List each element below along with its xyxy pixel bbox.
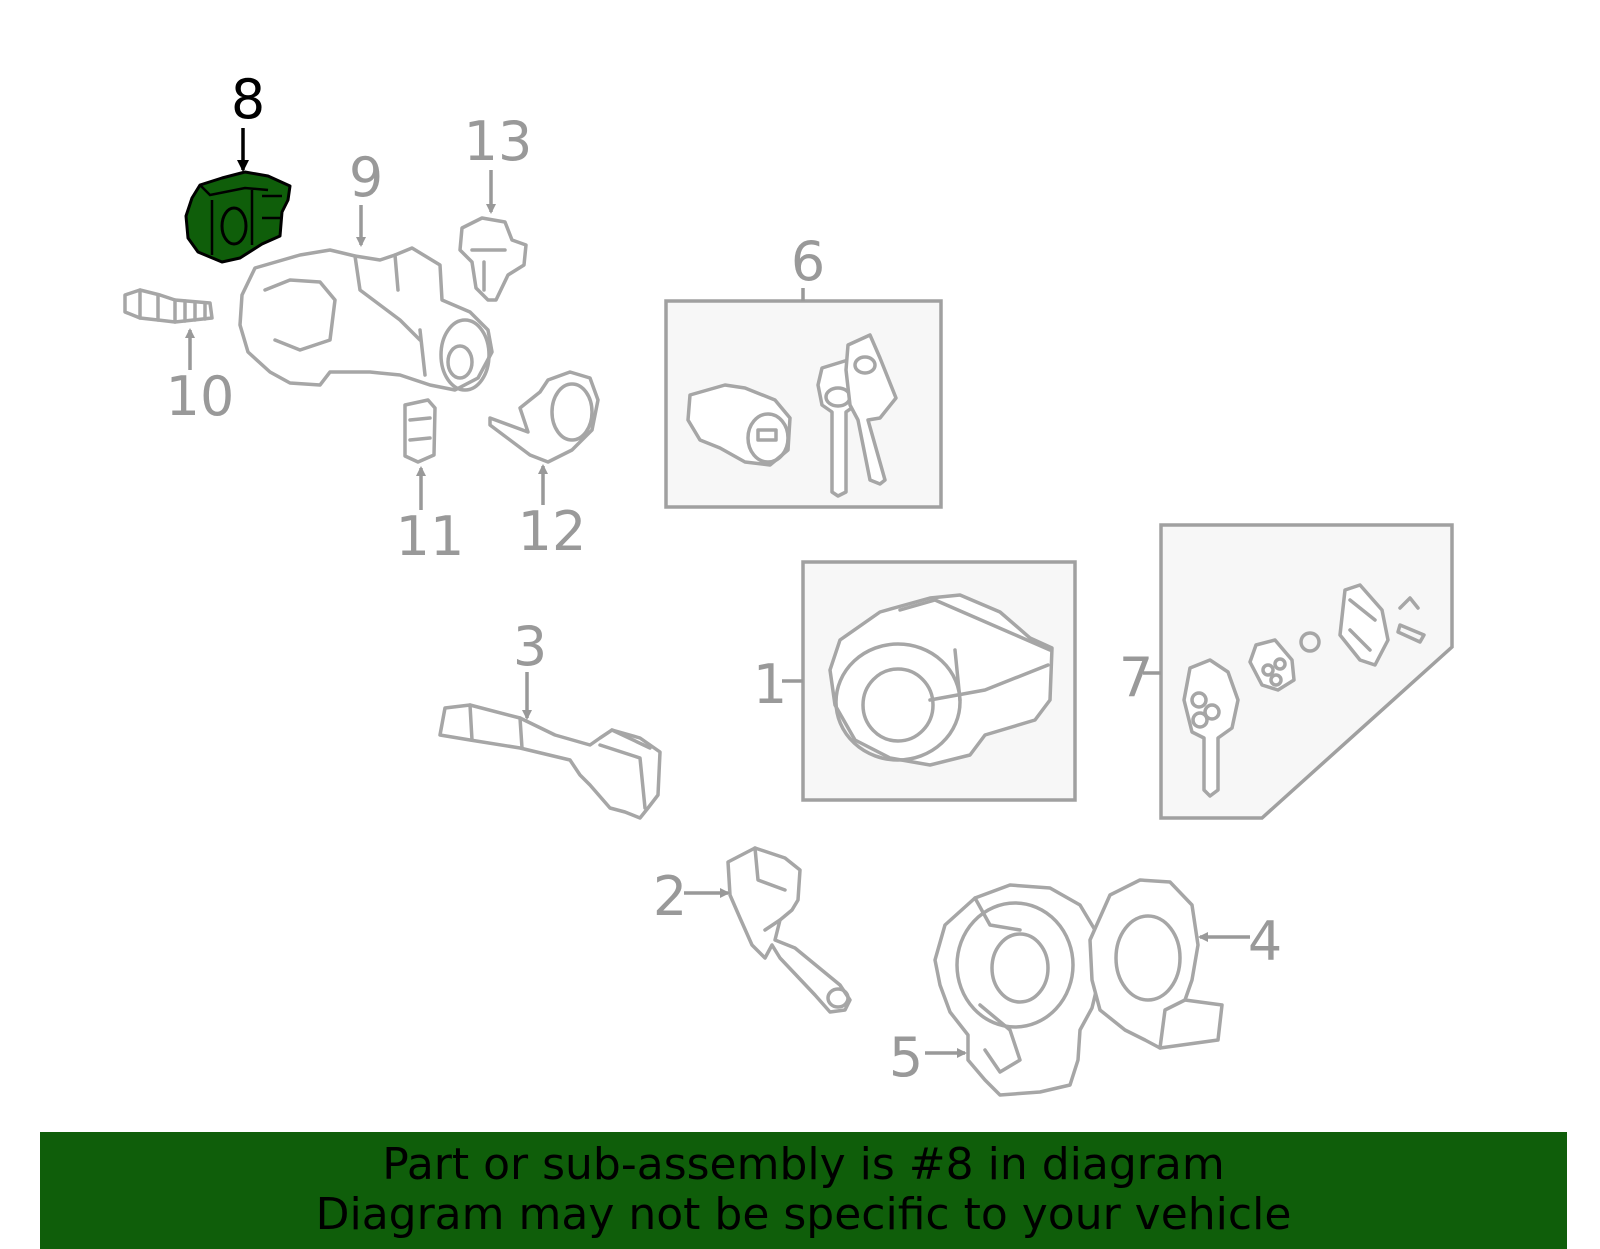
part-1-column-cover[interactable] [828,593,1054,767]
callout-9[interactable]: 9 [349,146,383,209]
callout-10[interactable]: 10 [166,365,235,428]
part-6-keys[interactable] [816,333,898,498]
callout-7[interactable]: 7 [1119,646,1153,709]
part-13-sensor[interactable] [458,216,528,302]
part-7-screws[interactable] [1396,596,1426,644]
part-4-sensor-ring[interactable] [1088,878,1224,1050]
callout-8[interactable]: 8 [231,68,265,131]
callout-5[interactable]: 5 [889,1026,923,1089]
callout-2[interactable]: 2 [653,865,687,928]
part-7-battery[interactable] [1299,631,1321,653]
part-7-box[interactable] [1159,523,1454,820]
part-9-column-housing[interactable] [238,246,494,392]
callout-3[interactable]: 3 [513,615,547,678]
part-6-lock-cylinder[interactable] [686,383,792,467]
part-11-switch[interactable] [403,398,437,464]
part-8-highlighted[interactable] [184,170,292,264]
part-7-circuit-board[interactable] [1248,638,1296,692]
info-banner: Part or sub-assembly is #8 in diagram Di… [40,1132,1567,1249]
callout-4[interactable]: 4 [1248,910,1282,973]
callout-6[interactable]: 6 [791,230,825,293]
part-2-turn-switch[interactable] [726,846,852,1014]
part-10-connector[interactable] [123,288,214,324]
callout-13[interactable]: 13 [464,110,533,173]
part-12-ring[interactable] [488,370,600,464]
part-7-remote-key[interactable] [1182,658,1240,798]
callout-1[interactable]: 1 [753,653,787,716]
callout-12[interactable]: 12 [518,500,587,563]
banner-line-1: Part or sub-assembly is #8 in diagram [382,1139,1225,1190]
banner-line-2: Diagram may not be specific to your vehi… [315,1189,1292,1240]
part-5-clock-spring[interactable] [933,883,1102,1097]
callout-11[interactable]: 11 [396,505,465,568]
part-7-housing[interactable] [1338,583,1390,667]
part-3-wiper-switch[interactable] [438,703,662,820]
